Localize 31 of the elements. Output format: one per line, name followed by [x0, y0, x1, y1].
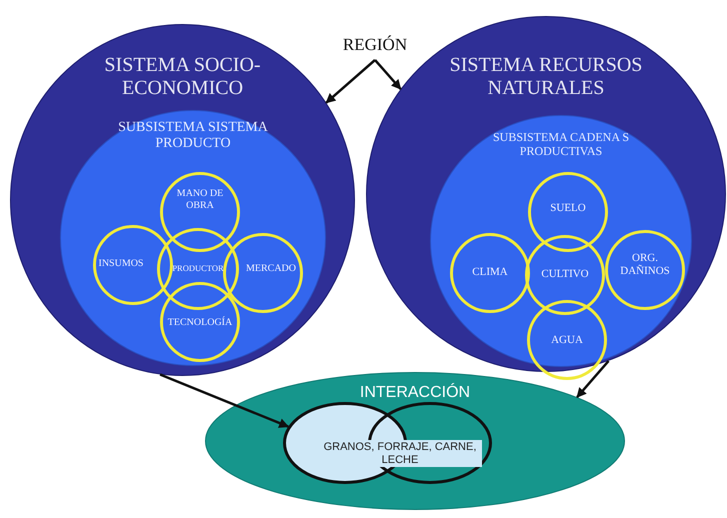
factor-label: MANO DE OBRA	[176, 188, 224, 211]
factor-label: AGUA	[550, 334, 584, 347]
arrow	[374, 59, 402, 90]
system-label: SISTEMA SOCIO-ECONOMICO	[103, 54, 262, 100]
subsystem-label: SUBSISTEMA CADENA S PRODUCTIVAS	[492, 131, 630, 159]
arrow	[325, 59, 376, 104]
factor-circle	[525, 235, 605, 315]
factor-label: CULTIVO	[540, 268, 590, 281]
interaction-label: INTERACCIÓN	[358, 384, 472, 402]
factor-label: MERCADO	[244, 263, 297, 274]
factor-label: ORG. DAÑINOS	[619, 252, 671, 278]
factor-circle	[605, 230, 685, 310]
region-text: REGIÓN	[335, 30, 415, 60]
arrow	[576, 360, 610, 398]
subsystem-label: SUBSISTEMA SISTEMA PRODUCTO	[117, 120, 269, 152]
factor-circle	[93, 225, 173, 305]
arrow	[160, 373, 290, 428]
factor-circle	[527, 300, 607, 380]
factor-circle	[528, 172, 608, 252]
subsystem-circle	[60, 110, 326, 366]
system-label: SISTEMA RECURSOS NATURALES	[448, 54, 644, 100]
factor-label: CLIMA	[471, 266, 509, 279]
factor-circle	[223, 233, 303, 313]
factor-label: INSUMOS	[97, 258, 144, 270]
factor-label: SUELO	[549, 202, 587, 215]
interaction-ellipse	[205, 372, 625, 510]
factor-label: TECNOLOGÍA	[166, 317, 234, 328]
factor-circle	[160, 172, 240, 252]
factor-circle	[157, 228, 239, 310]
factor-circle	[450, 233, 530, 313]
factor-circle	[160, 282, 240, 362]
